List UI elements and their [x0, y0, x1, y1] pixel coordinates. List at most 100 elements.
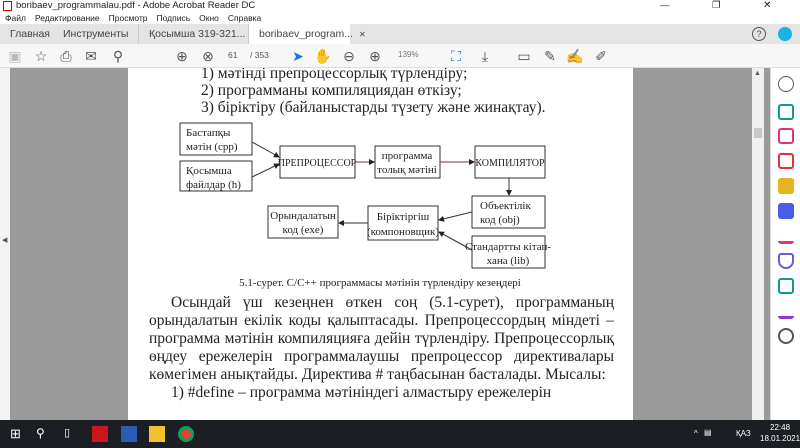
protect-shield-icon[interactable]	[778, 253, 794, 269]
close-button[interactable]: ✕	[763, 0, 772, 11]
clock-time[interactable]: 22:48	[770, 423, 791, 432]
zoom-in-icon[interactable]: ⊕	[369, 48, 381, 64]
menu-edit[interactable]: Редактирование	[34, 13, 100, 23]
svg-text:код (exe): код (exe)	[283, 224, 324, 236]
svg-text:Стандартты кітап-: Стандартты кітап-	[465, 241, 551, 253]
diagram-label: код (exe)	[283, 224, 324, 236]
print-icon[interactable]: ⎙	[60, 48, 72, 64]
diagram-label: Стандартты кітап-	[465, 241, 551, 253]
menu-window[interactable]: Окно	[199, 13, 219, 23]
body-paragraph: Осындай үш кезеңнен өткен соң (5.1-сурет…	[149, 294, 614, 383]
tab-document-active[interactable]: boribaev_program... ✕	[248, 24, 366, 44]
create-pdf-icon[interactable]	[778, 153, 794, 169]
diagram-label: Қосымша	[186, 165, 232, 177]
menu-sign[interactable]: Подпись	[156, 13, 191, 23]
convert-icon[interactable]	[778, 203, 794, 219]
svg-text:файлдар (h): файлдар (h)	[186, 179, 241, 191]
task-view-icon[interactable]: ▯	[64, 427, 71, 439]
optimize-pdf-icon[interactable]	[778, 278, 794, 294]
zoom-out-icon[interactable]: ⊖	[343, 48, 355, 64]
svg-text:КОМПИЛЯТОР: КОМПИЛЯТОР	[475, 158, 545, 169]
tab-home[interactable]: Главная	[10, 28, 50, 40]
diagram-label: ПРЕПРОЦЕССОР	[278, 158, 357, 169]
scroll-up-icon[interactable]: ▲	[754, 70, 761, 77]
fill-sign-icon[interactable]: ✐	[595, 48, 607, 64]
menu-file[interactable]: Файл	[5, 13, 26, 23]
comment-icon[interactable]: ▭	[517, 48, 531, 64]
diagram-label: (компоновщик)	[367, 226, 439, 238]
svg-text:хана (lib): хана (lib)	[487, 255, 530, 267]
tab-label: boribaev_program...	[259, 28, 353, 40]
diagram-label: толық мәтіні	[377, 164, 437, 176]
box-includes	[179, 160, 253, 192]
bookmark-star-icon[interactable]: ☆	[34, 48, 48, 64]
request-signature-icon[interactable]	[778, 303, 794, 319]
diagram-label: файлдар (h)	[186, 179, 241, 191]
hand-tool-icon[interactable]: ✋	[314, 48, 332, 64]
svg-text:ПРЕПРОЦЕССОР: ПРЕПРОЦЕССОР	[278, 158, 357, 169]
diagram-label: код (obj)	[480, 214, 520, 226]
diagram-label: Объектілік	[480, 200, 531, 212]
svg-text:Қосымша: Қосымша	[186, 165, 232, 177]
file-explorer-icon[interactable]	[149, 426, 165, 442]
acrobat-taskbar-icon[interactable]	[92, 426, 108, 442]
organize-pages-icon[interactable]	[778, 128, 794, 144]
export-pdf-icon[interactable]	[778, 104, 794, 120]
scrolling-mode-icon[interactable]: ⤓	[481, 48, 489, 64]
list-item: 2) программаны компиляциядан өткізу;	[201, 82, 462, 99]
menu-help[interactable]: Справка	[227, 13, 262, 23]
pdf-page: 1) мәтінді препроцессорлық түрлендіру; 2…	[128, 68, 633, 420]
help-icon[interactable]: ?	[752, 27, 766, 41]
windows-start-icon[interactable]: ⊞	[10, 426, 21, 441]
more-tools-icon[interactable]	[778, 328, 794, 344]
tab-document-1[interactable]: Қосымша 319-321...	[138, 24, 248, 44]
comment-tool-icon[interactable]	[778, 178, 794, 194]
fill-sign-tool-icon[interactable]	[778, 228, 794, 244]
minimize-button[interactable]: —	[660, 0, 670, 11]
diagram-label: Орындалатын	[270, 210, 336, 222]
vertical-scrollbar[interactable]: ▲	[752, 68, 764, 420]
zoom-level-select[interactable]: 139%	[398, 50, 419, 59]
clock-date[interactable]: 18.01.2021	[760, 434, 800, 443]
tab-tools[interactable]: Инструменты	[63, 28, 129, 40]
right-tools-panel	[770, 68, 800, 420]
left-panel-toggle[interactable]: ◀	[0, 68, 10, 420]
previous-page-icon[interactable]: ⊕	[176, 48, 188, 64]
maximize-button[interactable]: ❐	[712, 0, 721, 11]
page-number-input[interactable]: 61	[228, 50, 238, 60]
scrollbar-thumb[interactable]	[754, 128, 762, 138]
document-viewer: ◀ 1) мәтінді препроцессорлық түрлендіру;…	[0, 68, 770, 420]
expand-arrow-icon[interactable]: ◀	[2, 237, 8, 244]
svg-text:Біріктіргіш: Біріктіргіш	[377, 211, 430, 223]
search-icon[interactable]: ⚲	[36, 426, 45, 440]
word-taskbar-icon[interactable]	[121, 426, 137, 442]
pdf-icon	[3, 1, 12, 11]
diagram-label: Бастапқы	[186, 127, 231, 139]
svg-text:(компоновщик): (компоновщик)	[367, 226, 439, 238]
next-page-icon[interactable]: ⊗	[202, 48, 214, 64]
menu-view[interactable]: Просмотр	[108, 13, 148, 23]
close-tab-icon[interactable]: ✕	[358, 30, 366, 39]
email-icon[interactable]: ✉	[85, 48, 97, 64]
diagram-label: мәтін (cpp)	[186, 141, 238, 153]
search-icon[interactable]: ⚲	[112, 48, 124, 64]
box-compiler	[474, 145, 546, 179]
window-title: boribaev_programmalau.pdf - Adobe Acroba…	[16, 0, 256, 11]
tab-bar: Главная Инструменты Қосымша 319-321... b…	[0, 24, 800, 44]
svg-text:Объектілік: Объектілік	[480, 200, 531, 212]
search-tools-icon[interactable]	[778, 76, 794, 92]
sign-icon[interactable]: ✍	[566, 48, 584, 64]
select-cursor-icon[interactable]: ➤	[292, 48, 304, 64]
chrome-icon[interactable]	[178, 426, 194, 442]
tray-arrow-icon[interactable]: ^	[694, 429, 698, 438]
toolbar: ▣ ☆ ⎙ ✉ ⚲ ⊕ ⊗ 61 / 353 ➤ ✋ ⊖ ⊕ 139% ⛶ ⤓ …	[0, 44, 800, 68]
save-icon[interactable]: ▣	[8, 48, 22, 64]
list-item: 1) мәтінді препроцессорлық түрлендіру;	[201, 68, 468, 82]
notification-icon[interactable]: ▤	[704, 428, 712, 437]
figure-caption: 5.1-сурет. С/С++ программасы мәтінін түр…	[239, 277, 521, 289]
fit-page-icon[interactable]: ⛶	[451, 48, 461, 64]
svg-text:Бастапқы: Бастапқы	[186, 127, 231, 139]
language-indicator[interactable]: ҚАЗ	[736, 429, 751, 438]
account-avatar[interactable]	[778, 27, 792, 41]
highlight-icon[interactable]: ✎	[544, 48, 556, 64]
